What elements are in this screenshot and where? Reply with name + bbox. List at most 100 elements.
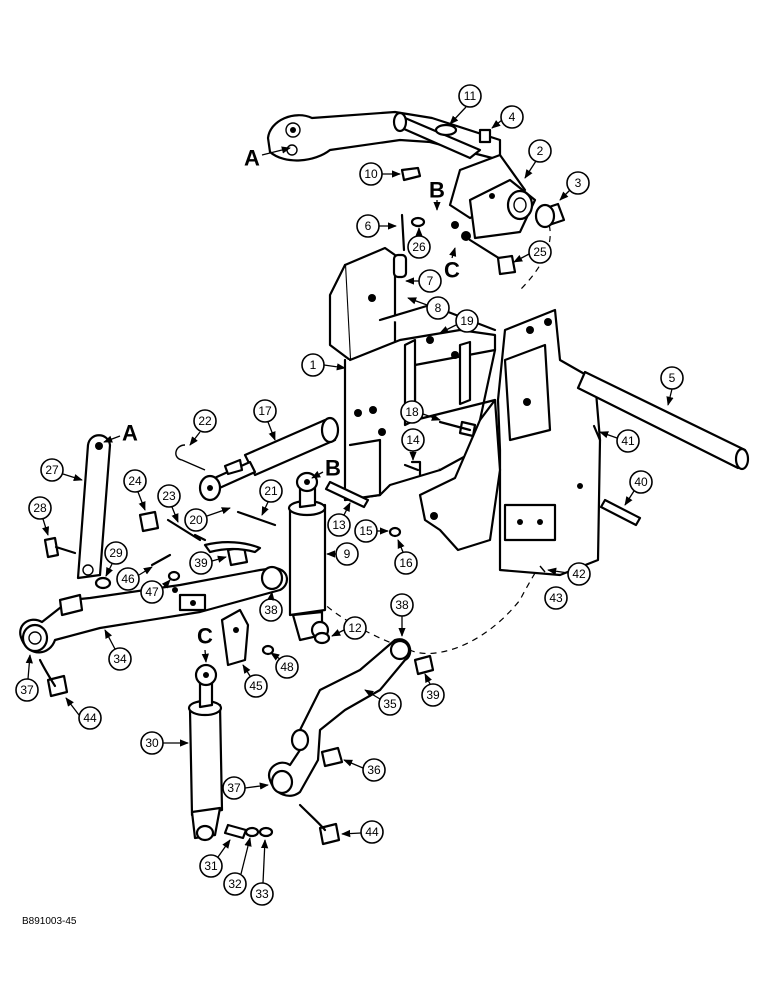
link-bracket bbox=[448, 153, 537, 241]
ring-11 bbox=[434, 123, 458, 137]
callout-19: 19 bbox=[439, 309, 479, 334]
callout-8: 8 bbox=[407, 296, 450, 320]
callout-37-left: 37 bbox=[15, 654, 39, 702]
svg-text:12: 12 bbox=[348, 621, 362, 635]
direction-arrow-lower-right bbox=[298, 803, 327, 832]
nut-47 bbox=[167, 570, 181, 582]
callout-47: 47 bbox=[140, 579, 171, 604]
svg-text:43: 43 bbox=[549, 591, 563, 605]
callout-6: 6 bbox=[356, 214, 397, 238]
pin-46 bbox=[150, 553, 172, 567]
pin-31 bbox=[223, 823, 248, 840]
svg-text:1: 1 bbox=[310, 358, 317, 372]
callout-41: 41 bbox=[599, 429, 640, 453]
callout-34: 34 bbox=[104, 629, 132, 671]
bolt-23 bbox=[166, 518, 207, 542]
callout-39-lower: 39 bbox=[421, 673, 445, 707]
callout-44-left: 44 bbox=[65, 697, 102, 730]
callout-25: 25 bbox=[513, 240, 552, 264]
svg-text:37: 37 bbox=[227, 781, 241, 795]
callout-27: 27 bbox=[40, 458, 83, 482]
svg-text:41: 41 bbox=[621, 434, 635, 448]
callout-15: 15 bbox=[354, 519, 389, 543]
callout-37-right: 37 bbox=[222, 776, 269, 800]
pin-42 bbox=[539, 565, 546, 573]
callout-43: 43 bbox=[544, 586, 568, 610]
cylinder-30 bbox=[187, 663, 224, 842]
cross-shaft-5 bbox=[576, 370, 750, 471]
svg-text:21: 21 bbox=[264, 484, 278, 498]
callout-44-right: 44 bbox=[341, 820, 384, 844]
svg-text:45: 45 bbox=[249, 679, 263, 693]
washer-26 bbox=[410, 216, 426, 228]
callout-48: 48 bbox=[270, 652, 299, 679]
direction-arrow-lower-left bbox=[38, 658, 57, 688]
callout-33: 33 bbox=[250, 839, 274, 906]
callout-5: 5 bbox=[660, 366, 684, 406]
svg-text:25: 25 bbox=[533, 245, 547, 259]
svg-text:20: 20 bbox=[189, 513, 203, 527]
svg-text:39: 39 bbox=[426, 688, 440, 702]
callout-46: 46 bbox=[116, 566, 153, 591]
svg-text:18: 18 bbox=[405, 405, 419, 419]
callout-31: 31 bbox=[199, 839, 231, 878]
ref-letter-c-top: C bbox=[444, 258, 460, 283]
svg-text:7: 7 bbox=[427, 274, 434, 288]
svg-text:32: 32 bbox=[228, 877, 242, 891]
callout-1: 1 bbox=[301, 353, 346, 377]
svg-text:22: 22 bbox=[198, 414, 212, 428]
lower-link-34 bbox=[19, 565, 288, 654]
callout-18: 18 bbox=[400, 400, 441, 424]
callout-42: 42 bbox=[547, 562, 591, 586]
callout-45: 45 bbox=[242, 664, 268, 698]
svg-text:14: 14 bbox=[406, 433, 420, 447]
svg-text:2: 2 bbox=[537, 144, 544, 158]
pin-41 bbox=[592, 424, 602, 442]
callout-4: 4 bbox=[491, 105, 524, 129]
svg-text:5: 5 bbox=[669, 371, 676, 385]
pin-40 bbox=[599, 498, 642, 527]
bushing-36 bbox=[320, 746, 344, 768]
callout-10: 10 bbox=[359, 162, 401, 186]
ref-letter-b-top: B bbox=[429, 178, 445, 203]
callout-24: 24 bbox=[123, 469, 147, 511]
callout-36: 36 bbox=[343, 758, 386, 782]
ref-letter-a-top: A bbox=[244, 146, 260, 171]
ref-letter-a-left: A bbox=[122, 421, 138, 446]
svg-text:44: 44 bbox=[83, 711, 97, 725]
callout-26: 26 bbox=[407, 227, 431, 259]
svg-text:29: 29 bbox=[109, 546, 123, 560]
svg-text:19: 19 bbox=[460, 314, 474, 328]
svg-text:4: 4 bbox=[509, 110, 516, 124]
pin-10 bbox=[400, 166, 422, 182]
nut-12 bbox=[313, 631, 331, 645]
pin-21 bbox=[236, 510, 277, 527]
callout-35: 35 bbox=[364, 689, 402, 716]
callout-38-upper: 38 bbox=[259, 591, 283, 622]
svg-text:46: 46 bbox=[121, 572, 135, 586]
washer-15 bbox=[388, 526, 402, 538]
cotter-6 bbox=[400, 213, 406, 252]
callout-21: 21 bbox=[259, 479, 283, 516]
callout-11: 11 bbox=[449, 84, 482, 125]
cylinder-17 bbox=[198, 416, 340, 502]
svg-text:27: 27 bbox=[45, 463, 59, 477]
ref-letter-b-mid: B bbox=[325, 456, 341, 481]
svg-text:33: 33 bbox=[255, 887, 269, 901]
svg-text:38: 38 bbox=[395, 598, 409, 612]
callout-9: 9 bbox=[326, 542, 359, 566]
cylinder-9 bbox=[287, 471, 330, 642]
callout-22: 22 bbox=[189, 409, 217, 446]
svg-text:38: 38 bbox=[264, 603, 278, 617]
callout-14: 14 bbox=[401, 428, 425, 461]
callout-20: 20 bbox=[184, 507, 231, 532]
nut-29 bbox=[94, 576, 112, 590]
bolt-18 bbox=[438, 420, 477, 438]
bolt-28 bbox=[43, 536, 77, 559]
callout-16: 16 bbox=[394, 539, 418, 575]
callout-29: 29 bbox=[104, 541, 128, 577]
svg-text:9: 9 bbox=[344, 547, 351, 561]
svg-text:44: 44 bbox=[365, 825, 379, 839]
callout-23: 23 bbox=[157, 484, 181, 523]
